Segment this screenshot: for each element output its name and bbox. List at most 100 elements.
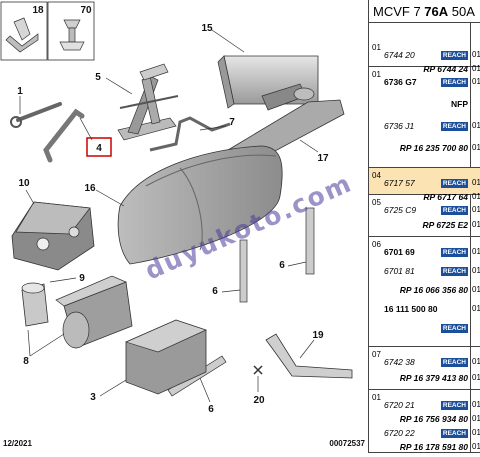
quantity: 01 <box>472 77 480 86</box>
replacement-part-number[interactable]: RP 16 379 413 80 <box>399 373 468 383</box>
part-row[interactable]: RP 16 379 413 80 <box>369 372 470 388</box>
part-17-hydraulic-jack: 17 <box>226 83 345 164</box>
part-row[interactable]: 6725 C9 REACH <box>369 204 470 220</box>
reach-badge: REACH <box>440 324 468 333</box>
column-divider <box>470 23 471 453</box>
quantity: 01 <box>472 357 480 366</box>
group-number: 04 <box>372 171 381 180</box>
part-1-wheel-brace: 1 <box>10 86 62 128</box>
quantity: 01 <box>472 50 480 59</box>
header-prefix: MCVF 7 <box>373 4 421 19</box>
quantity: 01 <box>472 400 480 409</box>
group-number: 05 <box>372 198 381 207</box>
replacement-part-number[interactable]: RP 6717 64 <box>423 192 468 202</box>
part-reference[interactable]: 6717 57 <box>384 178 415 188</box>
quantity: 01 <box>472 442 480 451</box>
quantity: 01 <box>472 247 480 256</box>
part-16-storage-bag: 16 <box>84 145 283 265</box>
part-reference[interactable]: 6701 81 <box>384 266 415 276</box>
callout-18: 18 <box>32 5 44 16</box>
reach-badge: REACH <box>440 51 468 60</box>
part-reference[interactable]: 6725 C9 <box>384 205 417 215</box>
callout-9: 9 <box>79 273 85 284</box>
quantity: 01 <box>472 266 480 275</box>
replacement-part-number[interactable]: RP 16 066 356 80 <box>399 285 468 295</box>
part-row[interactable]: RP 6744 24 <box>369 63 470 79</box>
reach-badge: REACH <box>440 206 468 215</box>
part-19-bracket: 19 <box>265 330 353 379</box>
replacement-part-number[interactable]: RP 16 235 700 80 <box>399 143 468 153</box>
group-number: 07 <box>372 350 381 359</box>
part-row[interactable]: 6744 20 REACH <box>369 49 470 65</box>
group-number: 01 <box>372 393 381 402</box>
part-row[interactable]: 6720 21 REACH <box>369 399 470 415</box>
part-8-pump-unit: 8 <box>23 275 133 367</box>
part-9-canister: 9 <box>21 273 85 327</box>
part-3-repair-kit-case: 3 <box>90 319 207 403</box>
group-number: 01 <box>372 70 381 79</box>
part-20-fastener: 20 <box>253 365 265 406</box>
part-6-strap-right: 6 <box>279 207 315 275</box>
quantity: 01 <box>472 220 480 229</box>
part-row[interactable]: 6720 22 REACH <box>369 427 470 443</box>
header-model: 76A <box>424 4 449 19</box>
part-7-crank-handle: 7 <box>149 116 235 152</box>
callout-70: 70 <box>80 5 92 16</box>
replacement-part-number[interactable]: RP 16 756 934 80 <box>399 414 468 424</box>
inset-70: 70 <box>47 1 95 61</box>
part-reference[interactable]: 6720 22 <box>384 428 415 438</box>
part-reference[interactable]: 16 111 500 80 <box>384 304 438 314</box>
part-reference[interactable]: 6742 38 <box>384 357 415 367</box>
part-row[interactable]: RP 16 066 356 80 <box>369 284 470 300</box>
part-row[interactable]: NFP <box>369 98 470 114</box>
part-reference[interactable]: 6701 69 <box>384 247 415 257</box>
reach-badge: REACH <box>440 401 468 410</box>
part-reference[interactable]: 6720 21 <box>384 400 415 410</box>
quantity: 01 <box>472 304 480 313</box>
callout-16: 16 <box>84 183 96 194</box>
replacement-part-number[interactable]: NFP <box>451 99 468 109</box>
part-row[interactable]: RP 16 178 591 80 <box>369 441 470 457</box>
part-reference[interactable]: 6736 J1 <box>384 121 415 131</box>
quantity: 01 <box>472 205 480 214</box>
replacement-part-number[interactable]: RP 16 178 591 80 <box>399 442 468 452</box>
part-row[interactable]: RP 16 756 934 80 <box>369 413 470 429</box>
group-number: 06 <box>372 240 381 249</box>
reach-badge: REACH <box>440 122 468 131</box>
reach-badge: REACH <box>440 429 468 438</box>
part-reference[interactable]: 6736 G7 <box>384 77 417 87</box>
part-reference[interactable]: 6744 20 <box>384 50 415 60</box>
part-row[interactable]: 6701 69 REACH <box>369 246 470 262</box>
part-row[interactable]: REACH <box>369 322 470 338</box>
quantity: 01 <box>472 143 480 152</box>
replacement-part-number[interactable]: RP 6744 24 <box>423 64 468 74</box>
replacement-part-number[interactable]: RP 6725 E2 <box>422 220 468 230</box>
part-5-scissor-jack: 5 <box>95 63 179 141</box>
callout-6-bottom: 6 <box>208 404 214 415</box>
quantity: 01 <box>472 373 480 382</box>
part-row[interactable]: RP 6725 E2 <box>369 219 470 235</box>
quantity: 01 <box>472 64 480 73</box>
part-6-strap-middle: 6 <box>212 239 248 303</box>
quantity: 01 <box>472 192 480 201</box>
callout-17: 17 <box>317 153 329 164</box>
group-number: 01 <box>372 43 381 52</box>
reach-badge: REACH <box>440 248 468 257</box>
callout-20: 20 <box>253 395 265 406</box>
part-row[interactable]: RP 6717 64 <box>369 191 470 207</box>
reach-badge: REACH <box>440 267 468 276</box>
part-row[interactable]: RP 16 235 700 80 <box>369 142 470 158</box>
quantity: 01 <box>472 178 480 187</box>
part-row[interactable]: 6701 81 REACH <box>369 265 470 281</box>
part-row[interactable]: 16 111 500 80 <box>369 303 470 319</box>
part-row[interactable]: 6736 J1 REACH <box>369 120 470 136</box>
